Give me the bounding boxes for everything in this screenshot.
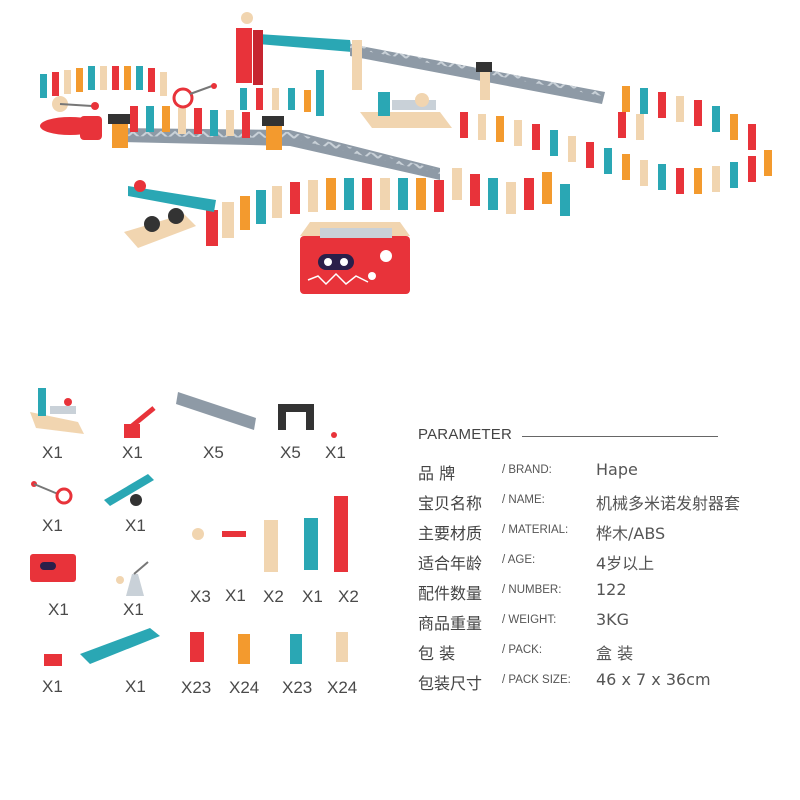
part-seesaw — [104, 474, 154, 506]
qty-robot-box: X1 — [48, 600, 69, 619]
param-value: Hape — [596, 460, 638, 479]
part-cone-stand — [116, 561, 149, 596]
part-teal-domino — [290, 634, 302, 664]
param-value: 3KG — [596, 610, 630, 629]
param-label-en: / PACK SIZE: — [502, 674, 571, 686]
qty-small-ball: X1 — [325, 443, 346, 462]
qty-cone-stand: X1 — [123, 600, 144, 619]
part-pendulum — [31, 481, 73, 505]
param-label-en: / BRAND: — [502, 464, 552, 476]
qty-connector: X5 — [280, 443, 301, 462]
parameter-divider — [522, 436, 718, 437]
param-row-pack: 包 装 / PACK: 盒 装 — [418, 638, 788, 666]
param-value: 46 x 7 x 36cm — [596, 670, 711, 689]
part-bridge — [80, 628, 160, 664]
upper-track — [236, 12, 605, 104]
qty-small-car: X1 — [42, 677, 63, 696]
param-row-number: 配件数量 / NUMBER: 122 — [418, 578, 788, 606]
param-value: 盒 装 — [596, 644, 634, 663]
lower-track — [108, 114, 440, 180]
qty-natural-domino: X24 — [327, 678, 358, 697]
qty-panel-domino: X1 — [302, 587, 323, 606]
qty-red-domino: X23 — [181, 678, 212, 697]
qty-launcher: X1 — [42, 443, 63, 462]
part-panel-domino — [304, 518, 318, 570]
param-label-en: / WEIGHT: — [502, 614, 557, 626]
part-track — [176, 392, 256, 430]
robot-box — [300, 222, 410, 294]
param-label-cn: 包装尺寸 — [418, 674, 483, 693]
param-label-en: / NAME: — [502, 494, 545, 506]
part-small-ball — [331, 432, 337, 438]
seesaw-platform — [124, 180, 216, 248]
param-row-age: 适合年龄 / AGE: 4岁以上 — [418, 548, 788, 576]
part-connector — [278, 404, 314, 430]
product-scene — [40, 12, 772, 294]
parameter-title: PARAMETER — [418, 426, 513, 443]
param-value: 桦木/ABS — [596, 524, 666, 543]
param-label-en: / AGE: — [502, 554, 536, 566]
part-robot-box — [30, 554, 76, 582]
qty-seesaw: X1 — [125, 516, 146, 535]
param-value: 机械多米诺发射器套 — [596, 494, 741, 513]
param-row-pack-size: 包装尺寸 / PACK SIZE: 46 x 7 x 36cm — [418, 668, 788, 696]
qty-teal-domino: X23 — [282, 678, 313, 697]
pendulum-wheel — [172, 83, 217, 109]
param-row-brand: 品 牌 / BRAND: Hape — [418, 458, 788, 486]
qty-bridge: X1 — [125, 677, 146, 696]
qty-bead: X3 — [190, 587, 211, 606]
part-red-domino — [190, 632, 204, 662]
param-label-cn: 包 装 — [418, 644, 456, 663]
param-row-material: 主要材质 / MATERIAL: 桦木/ABS — [418, 518, 788, 546]
domino-line-right — [460, 86, 772, 194]
param-label-cn: 适合年龄 — [418, 554, 483, 573]
param-label-cn: 品 牌 — [418, 464, 456, 483]
qty-track: X5 — [203, 443, 224, 462]
launcher-left — [40, 96, 102, 140]
param-label-en: / MATERIAL: — [502, 524, 569, 536]
qty-hammer: X1 — [122, 443, 143, 462]
parts-illustrations — [30, 388, 348, 666]
param-label-cn: 配件数量 — [418, 584, 483, 603]
param-row-weight: 商品重量 / WEIGHT: 3KG — [418, 608, 788, 636]
part-wood-domino — [264, 520, 278, 572]
param-label-cn: 商品重量 — [418, 614, 483, 633]
param-value: 122 — [596, 580, 627, 599]
qty-wood-domino: X2 — [263, 587, 284, 606]
part-launcher — [30, 388, 84, 434]
qty-pendulum: X1 — [42, 516, 63, 535]
param-label-en: / PACK: — [502, 644, 543, 656]
param-label-cn: 宝贝名称 — [418, 494, 483, 513]
param-label-en: / NUMBER: — [502, 584, 562, 596]
domino-line-middle — [130, 70, 324, 138]
param-row-name: 宝贝名称 / NAME: 机械多米诺发射器套 — [418, 488, 788, 516]
part-bead — [192, 528, 204, 540]
part-natural-domino — [336, 632, 348, 662]
param-value: 4岁以上 — [596, 554, 655, 573]
launcher-platform — [360, 92, 452, 128]
param-label-cn: 主要材质 — [418, 524, 483, 543]
domino-line-upper-left — [40, 66, 167, 98]
part-hammer — [124, 406, 156, 438]
part-small-car — [44, 654, 62, 666]
part-red-short — [222, 531, 246, 537]
qty-red-short: X1 — [225, 586, 246, 605]
part-orange-domino — [238, 634, 250, 664]
domino-line-lower — [206, 168, 570, 246]
qty-tall-red: X2 — [338, 587, 359, 606]
part-tall-red — [334, 496, 348, 572]
qty-orange-domino: X24 — [229, 678, 260, 697]
